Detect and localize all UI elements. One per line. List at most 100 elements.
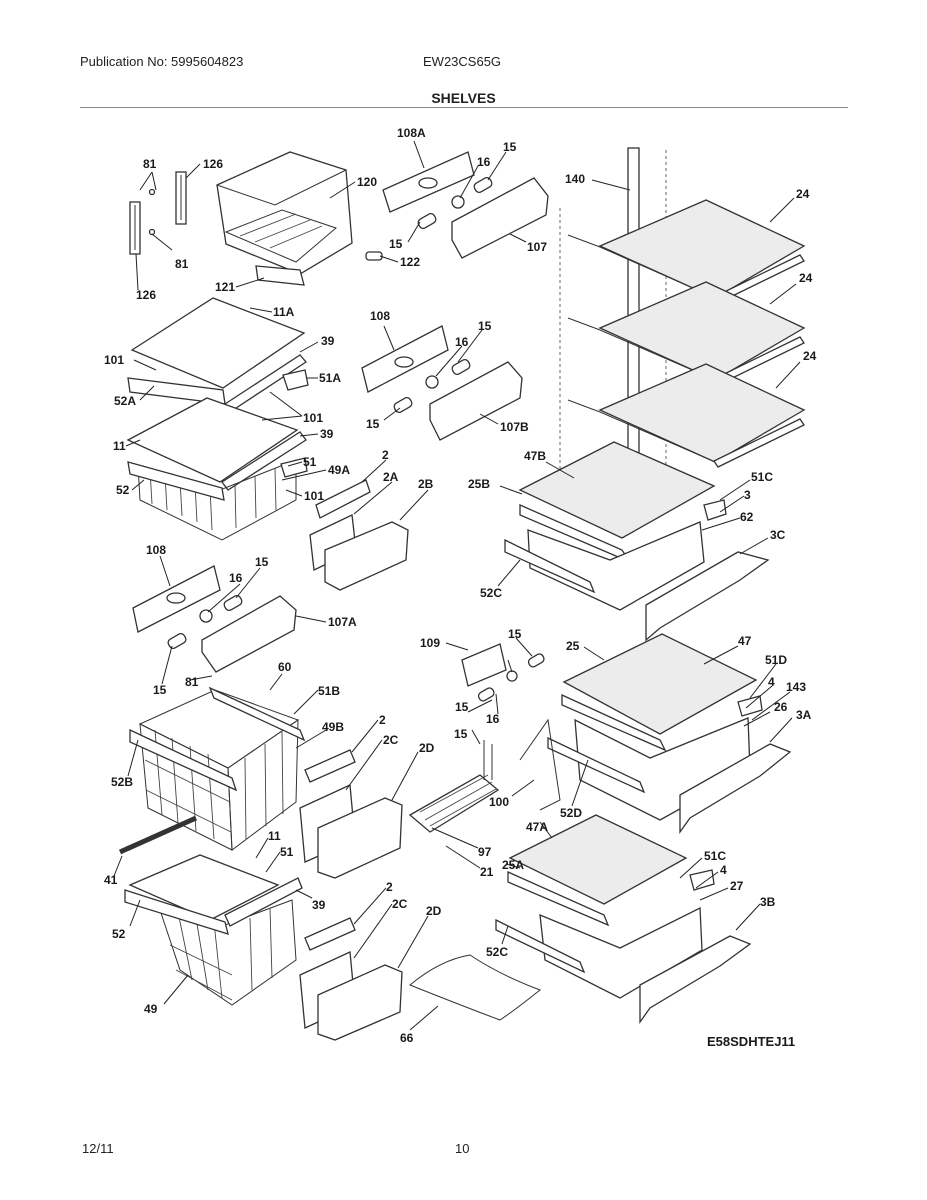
callout: 108 [146,543,166,557]
bracket-126-lower [129,201,141,255]
crisper-cover-47A [508,814,688,905]
callout: 16 [455,335,469,349]
callout: 52 [112,927,126,941]
callout: 51C [751,470,773,484]
bin-edge-2-freezer [304,749,356,783]
rail-52D [547,736,646,794]
bin-support-121 [255,265,305,286]
callout: 51 [280,845,294,859]
callout: 51B [318,684,340,698]
callout: 101 [303,411,323,425]
callout: 15 [503,140,517,154]
callout: 11A [273,305,295,319]
callout: 2B [418,477,434,491]
leader-lines [113,140,801,1031]
callout: 62 [740,510,754,524]
callout: 107B [500,420,529,434]
bin-edge-2 [315,479,371,519]
callout: 60 [278,660,292,674]
callout: 15 [366,417,380,431]
callout: 24 [799,271,813,285]
rail-52C-upper [504,538,596,594]
callout: 47A [526,820,548,834]
callout: 52A [114,394,136,408]
callout: 101 [304,489,324,503]
cap-15-g [527,653,545,668]
callout: 4 [768,675,775,689]
callout: 4 [720,863,727,877]
rail-52C-lower [495,918,586,974]
callout: 81 [185,675,199,689]
crisper-cover-47 [562,633,758,735]
callout: 2C [392,897,408,911]
callout: 2A [383,470,399,484]
rail-108-window [394,356,414,368]
callout: 39 [320,427,334,441]
glass-shelf-24-bottom [567,363,806,468]
callout: 11 [113,439,126,453]
callout: 51C [704,849,726,863]
screw-81-upper [148,188,156,196]
rod-41 [118,815,198,855]
cap-15-e [223,594,243,612]
callout: 2 [379,713,386,727]
callout: 3B [760,895,776,909]
cap-15-b [417,212,437,230]
callout: 25A [502,858,524,872]
bin-2D-lower [317,964,403,1041]
callout: 109 [420,636,440,650]
damper-109 [461,643,507,687]
callout: 15 [478,319,492,333]
drawer-27 [539,906,703,999]
callout: 2 [386,880,393,894]
callout: 52C [486,945,508,959]
callout: 15 [389,237,403,251]
callout: 49B [322,720,344,734]
callout: 107A [328,615,357,629]
cover-107A [201,595,297,673]
diagram-code: E58SDHTEJ11 [707,1034,795,1049]
drawer-62 [527,521,705,611]
callout: 2 [382,448,389,462]
bin-120 [216,151,353,275]
ice-tray-66 [409,954,541,1021]
rail-52 [127,461,225,501]
callout: 47B [524,449,546,463]
pivot-16-a [451,195,465,209]
rail-108A-window [418,177,438,189]
callout: 108 [370,309,390,323]
drawer-front-3B [639,935,752,1025]
glass-shelf-24-top [567,199,806,304]
callout: 140 [565,172,585,186]
wire-basket-49B [138,689,300,851]
callout: 26 [774,700,788,714]
bracket-126-upper [175,171,187,225]
callout: 15 [255,555,269,569]
callout: 15 [153,683,167,697]
callout: 122 [400,255,420,269]
callout: 39 [321,334,335,348]
screw-81-lower [148,228,156,236]
publication-number: Publication No: 5995604823 [80,54,244,69]
callout: 27 [730,879,744,893]
cap-15-c [451,358,471,376]
crisper-cover-11A [130,297,306,389]
callout: 126 [136,288,156,302]
model-number: EW23CS65G [423,54,502,69]
callout: 52B [111,775,133,789]
cap-15-f [167,632,187,650]
slide-51C-lower [689,869,715,891]
pivot-16-b [425,375,439,389]
clip-122 [365,251,383,261]
header-divider [80,107,848,108]
callout: 15 [508,627,522,641]
panel-100 [519,718,561,811]
pivot-16-d [506,670,518,682]
callout: 52 [116,483,130,497]
bin-2B [324,521,409,591]
callout-labels: 81 126 81 126 120 121 122 108A 16 15 15 … [104,126,817,1045]
callout: 143 [786,680,806,694]
callout: 2C [383,733,399,747]
crisper-cover-11 [126,397,299,483]
callout: 39 [312,898,326,912]
